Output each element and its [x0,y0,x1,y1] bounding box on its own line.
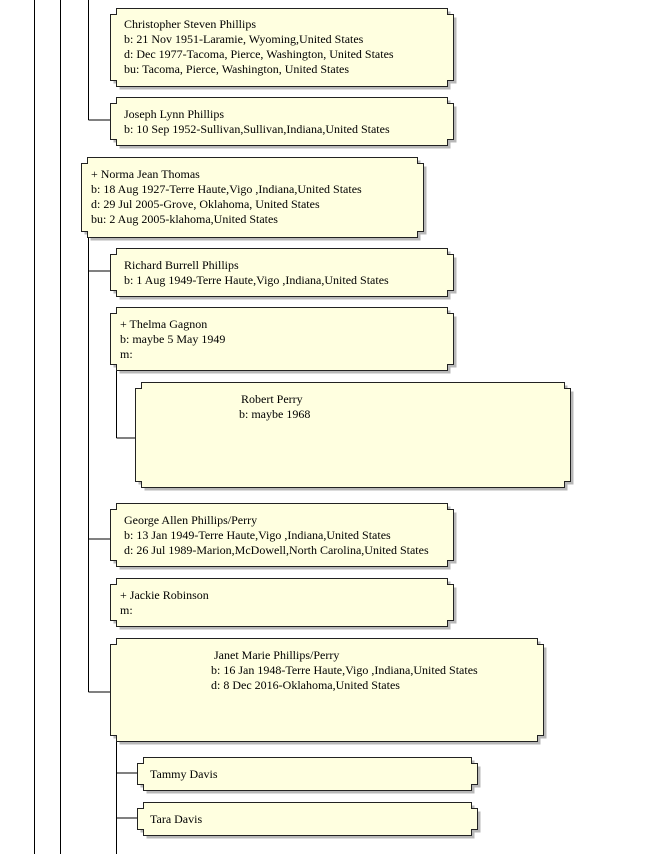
person-fact: b: 1 Aug 1949-Terre Haute,Vigo ,Indiana,… [124,273,389,287]
person-name: Joseph Lynn Phillips [124,107,225,121]
box-border [110,97,454,146]
box-shape [110,578,457,630]
box-border [137,802,478,836]
box-border [135,382,571,488]
person-fact: bu: Tacoma, Pierce, Washington, United S… [124,62,350,76]
box-border [137,757,478,791]
person-name: + Norma Jean Thomas [91,167,200,181]
box-border [110,307,454,371]
box-border [110,578,454,627]
box-border [110,8,454,87]
person-box-george[interactable]: George Allen Phillips/Perry b: 13 Jan 19… [110,503,457,570]
box-shape [110,8,457,90]
person-name: Tara Davis [150,812,203,826]
box-shape [137,802,481,839]
person-fact: d: 26 Jul 1989-Marion,McDowell,North Car… [124,543,429,557]
person-box-tara[interactable]: Tara Davis [137,802,481,839]
person-box-richard[interactable]: Richard Burrell Phillips b: 1 Aug 1949-T… [110,248,457,300]
person-fact: b: 18 Aug 1927-Terre Haute,Vigo ,Indiana… [91,182,362,196]
box-shape [110,307,457,374]
person-fact: b: maybe 1968 [239,407,311,421]
person-name: + Jackie Robinson [120,588,209,602]
person-fact: b: 21 Nov 1951-Laramie, Wyoming,United S… [124,32,364,46]
person-name: Janet Marie Phillips/Perry [214,648,340,662]
person-box-joseph[interactable]: Joseph Lynn Phillips b: 10 Sep 1952-Sull… [110,97,457,149]
person-fact: b: maybe 5 May 1949 [120,332,226,346]
person-fact: d: 8 Dec 2016-Oklahoma,United States [211,678,400,692]
person-fact: bu: 2 Aug 2005-klahoma,United States [91,212,278,226]
person-box-tammy[interactable]: Tammy Davis [137,757,481,794]
box-shape [135,382,574,491]
person-box-robert[interactable]: Robert Perry b: maybe 1968 [135,382,574,491]
person-fact: m: [120,347,133,361]
person-fact: b: 13 Jan 1949-Terre Haute,Vigo ,Indiana… [124,528,391,542]
person-box-thelma[interactable]: + Thelma Gagnon b: maybe 5 May 1949 m: [110,307,457,374]
person-fact: m: [120,603,133,617]
person-name: Christopher Steven Phillips [124,17,256,31]
box-shape [110,503,457,570]
person-fact: d: Dec 1977-Tacoma, Pierce, Washington, … [124,47,394,61]
person-box-janet[interactable]: Janet Marie Phillips/Perry b: 16 Jan 194… [110,638,547,745]
person-name: Tammy Davis [150,767,218,781]
person-fact: d: 29 Jul 2005-Grove, Oklahoma, United S… [91,197,320,211]
box-shape [81,157,427,241]
person-box-jackie[interactable]: + Jackie Robinson m: [110,578,457,630]
person-name: + Thelma Gagnon [120,317,208,331]
person-box-christopher[interactable]: Christopher Steven Phillips b: 21 Nov 19… [110,8,457,90]
box-border [110,248,454,297]
box-border [110,638,544,742]
person-name: George Allen Phillips/Perry [124,513,258,527]
person-name: Richard Burrell Phillips [124,258,239,272]
box-border [81,157,424,238]
person-fact: b: 10 Sep 1952-Sullivan,Sullivan,Indiana… [124,122,390,136]
box-shape [110,248,457,300]
person-box-norma[interactable]: + Norma Jean Thomas b: 18 Aug 1927-Terre… [81,157,427,241]
box-shape [137,757,481,794]
person-fact: b: 16 Jan 1948-Terre Haute,Vigo ,Indiana… [211,663,478,677]
box-shape [110,97,457,149]
box-shape [110,638,547,745]
box-border [110,503,454,567]
person-name: Robert Perry [241,392,303,406]
